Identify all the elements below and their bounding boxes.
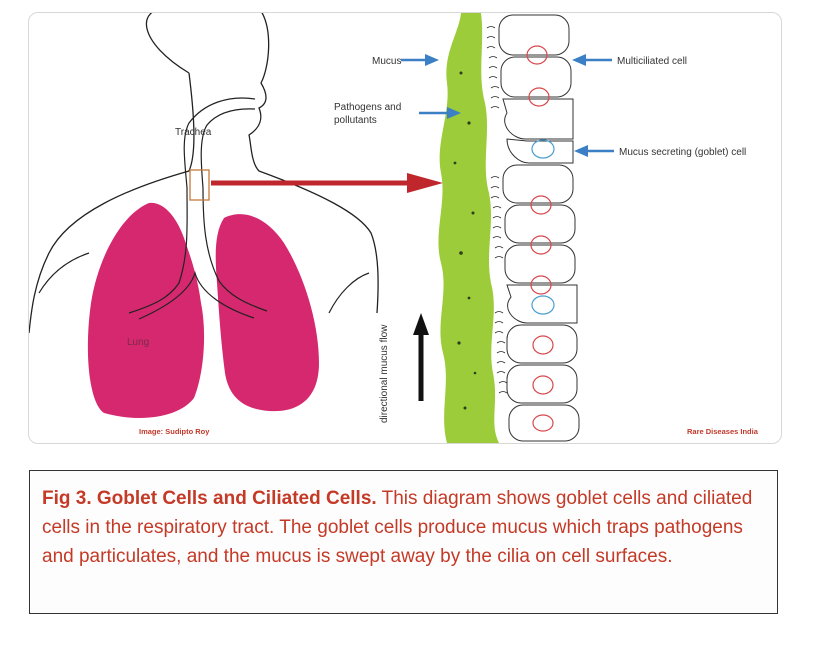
flow-arrow-head: [413, 313, 429, 335]
multiciliated-arrow-head: [572, 54, 586, 66]
trachea-left-wall: [128, 187, 188, 314]
bronchus-inner: [138, 270, 255, 320]
cell-nuclei: [526, 45, 555, 432]
figure-caption: Fig 3. Goblet Cells and Ciliated Cells. …: [42, 484, 765, 571]
pathogens-label-1: Pathogens and: [334, 102, 401, 113]
pathogens-label-2: pollutants: [334, 115, 377, 126]
lung-label: Lung: [127, 337, 149, 348]
caption-body: This diagram shows goblet cells and cili…: [42, 488, 753, 567]
goblet-label: Mucus secreting (goblet) cell: [619, 147, 746, 158]
mucus-arrow-head: [425, 54, 439, 66]
trachea-highlight-box: [189, 169, 210, 201]
multiciliated-label: Multiciliated cell: [617, 56, 687, 67]
airway-upper: [183, 97, 256, 189]
goblet-cell-cup: [506, 138, 574, 164]
flow-label: directional mucus flow: [379, 324, 390, 423]
respiratory-diagram: Trachea Lung Image: Sudipto Roy: [29, 13, 759, 443]
goblet-arrow-head: [574, 145, 588, 157]
caption-title: Fig 3. Goblet Cells and Ciliated Cells.: [42, 488, 377, 509]
epithelial-cells: [498, 14, 580, 442]
mucus-layer: [438, 13, 499, 443]
image-credit: Image: Sudipto Roy: [139, 427, 210, 436]
body-outline-left: [29, 72, 195, 334]
arm-line-left: [38, 252, 90, 294]
left-lung: [87, 202, 205, 418]
cilia-fringe: [486, 26, 508, 394]
figure-caption-box: Fig 3. Goblet Cells and Ciliated Cells. …: [29, 470, 778, 614]
right-lung: [215, 214, 319, 412]
diagram-panel: Trachea Lung Image: Sudipto Roy: [28, 12, 782, 444]
pathogen-specks: [453, 71, 477, 410]
mucus-label: Mucus: [372, 56, 401, 67]
pathogens-arrow-head: [447, 107, 461, 119]
arm-line-right: [328, 272, 370, 314]
source-credit: Rare Diseases India: [687, 427, 759, 436]
body-outline: [145, 13, 379, 314]
magnify-arrow-head: [407, 173, 443, 193]
trachea-label: Trachea: [175, 127, 212, 138]
airway-lower: [200, 108, 256, 189]
trachea-right-wall: [202, 187, 268, 312]
